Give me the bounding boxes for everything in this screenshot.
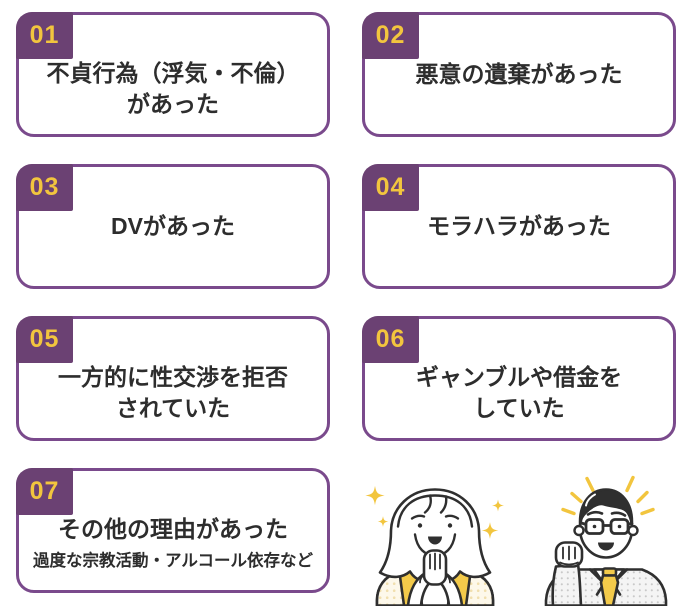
excitement-rays-icon [561,475,655,516]
reason-card-1: 01 不貞行為（浮気・不倫） があった [16,12,330,137]
reason-text: その他の理由があった [57,515,288,542]
reason-number-badge: 03 [16,164,73,211]
people-illustration [365,475,668,606]
reason-text: モラハラがあった [427,213,611,240]
reason-number-badge: 01 [16,12,73,59]
reason-number-badge: 06 [362,316,419,363]
glasses-icon [579,518,634,535]
reason-text: 不貞行為（浮気・不倫） があった [46,60,300,117]
reason-text: 一方的に性交渉を拒否 されていた [58,364,288,421]
reason-text: ギャンブルや借金を していた [415,364,623,421]
reason-text: DVがあった [111,213,235,240]
reason-number-badge: 04 [362,164,419,211]
reason-card-6: 06 ギャンブルや借金を していた [362,316,676,441]
reason-text: 悪意の遺棄があった [415,61,623,88]
reason-card-3: 03 DVがあった [16,164,330,289]
reason-number-badge: 07 [16,468,73,515]
reason-cards-grid: 01 不貞行為（浮気・不倫） があった 02 悪意の遺棄があった 03 DVがあ… [16,12,676,593]
woman-illustration [365,485,504,606]
reason-card-2: 02 悪意の遺棄があった [362,12,676,137]
reason-number-badge: 02 [362,12,419,59]
reason-card-5: 05 一方的に性交渉を拒否 されていた [16,316,330,441]
reason-card-7: 07 その他の理由があった 過度な宗教活動・アルコール依存など [16,468,330,593]
sparkle-icon [365,485,504,539]
man-illustration [544,475,668,606]
reason-card-4: 04 モラハラがあった [362,164,676,289]
reason-subtext: 過度な宗教活動・アルコール依存など [32,552,313,571]
reason-body: その他の理由があった 過度な宗教活動・アルコール依存など [33,514,313,571]
reason-number-badge: 05 [16,316,73,363]
